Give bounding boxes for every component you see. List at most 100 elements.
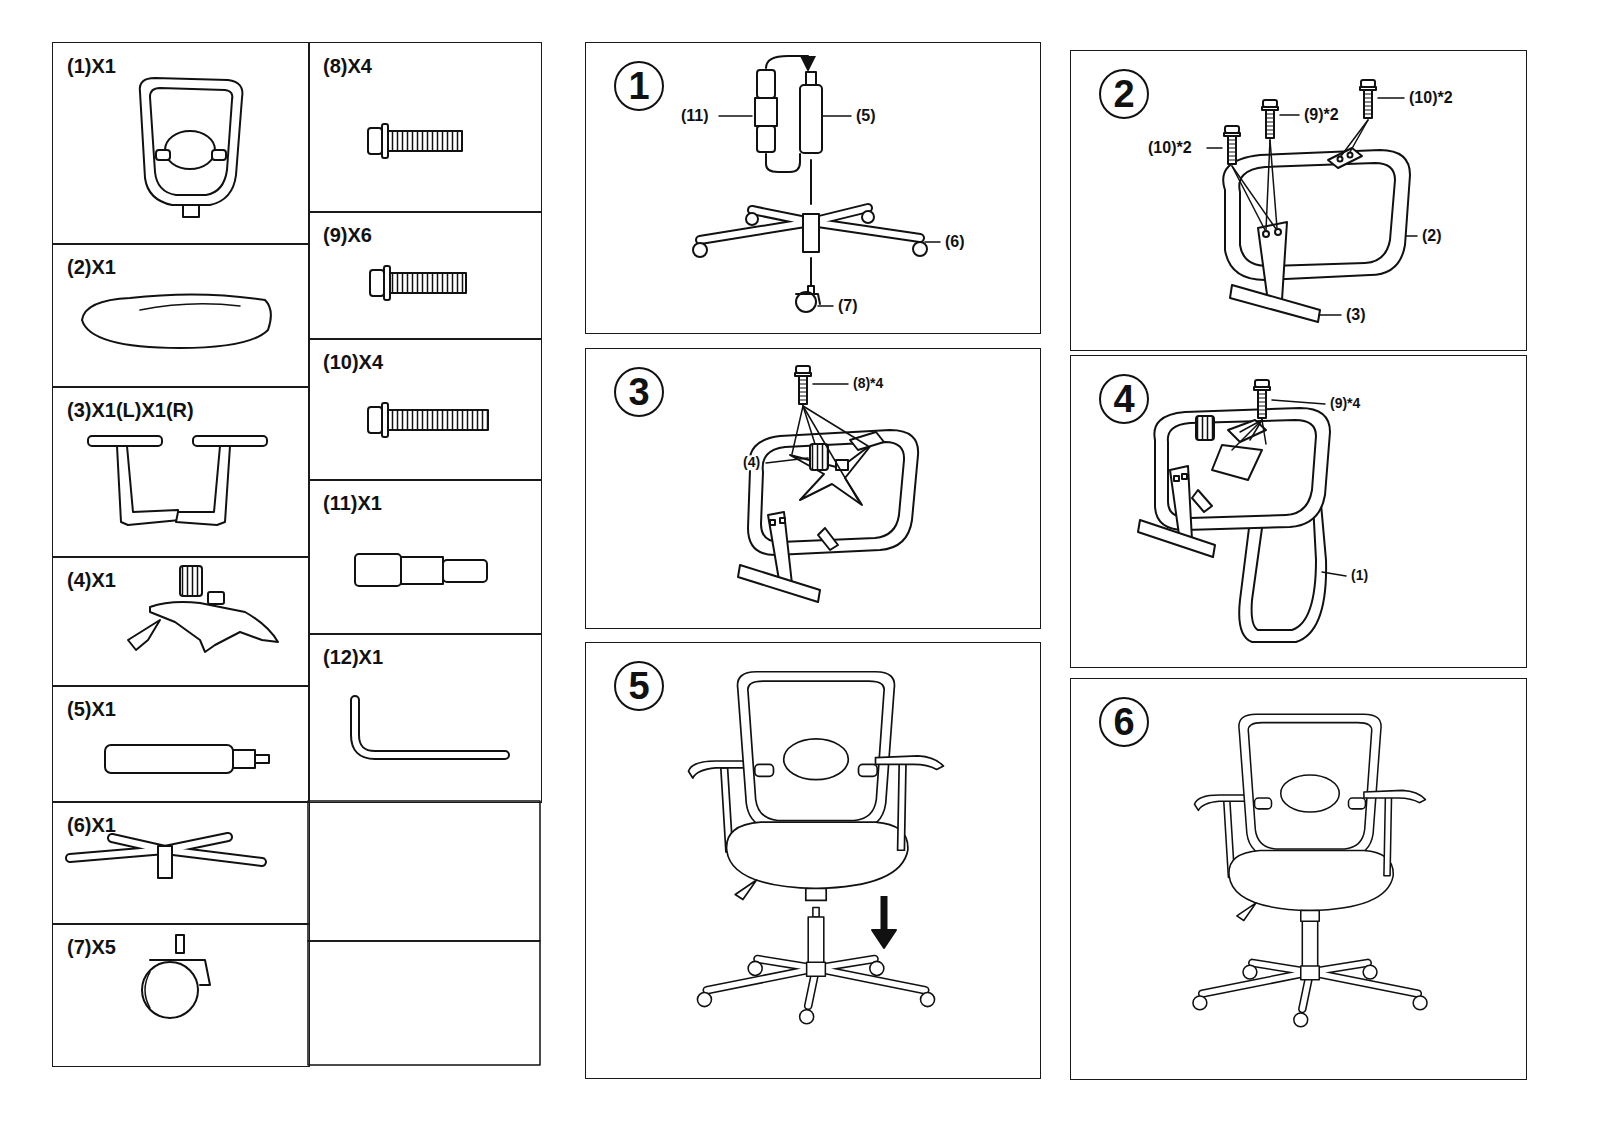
step-number: 5 <box>614 661 664 711</box>
step4-illustration <box>1182 474 1187 479</box>
armrest-part <box>193 436 267 446</box>
allen-key-part <box>355 700 505 755</box>
mechanism-part <box>128 620 160 650</box>
part-cell: (11)X1 <box>308 479 542 635</box>
caster-part <box>176 935 184 953</box>
step-number: 6 <box>1099 697 1149 747</box>
step1-illustration <box>719 115 752 117</box>
part-label: (1)X1 <box>67 55 116 78</box>
step4-illustration <box>1138 380 1346 642</box>
callout-number: (3) <box>1345 306 1367 324</box>
step1-illustration <box>693 56 940 312</box>
callout-number: (8)*4 <box>852 376 884 391</box>
sleeve-part <box>443 560 487 582</box>
step2-illustration <box>1406 235 1417 237</box>
callout-number: (10)*2 <box>1408 89 1454 107</box>
step2-illustration <box>1263 231 1269 237</box>
step2-illustration <box>1258 222 1287 302</box>
step-panel: 4 <box>1070 355 1527 668</box>
step4-illustration <box>1254 380 1270 418</box>
step5-illustration <box>697 908 934 1024</box>
mechanism-part <box>180 566 202 596</box>
step3-illustration <box>738 565 820 602</box>
step1-illustration <box>862 211 874 223</box>
callout-number: (9)*2 <box>1303 106 1340 124</box>
step-panel: 3 <box>585 348 1041 629</box>
armrest-part <box>117 446 180 525</box>
step4-illustration <box>1196 416 1214 440</box>
sleeve-part <box>355 554 487 586</box>
part-cell: (8)X4 <box>308 42 542 213</box>
mechanism-part <box>208 592 224 604</box>
callout-number: (11) <box>680 107 710 125</box>
step4-illustration <box>1272 400 1325 404</box>
step2-illustration <box>1266 140 1270 230</box>
bolt-part <box>390 273 466 293</box>
step1-illustration <box>803 214 819 252</box>
step4-illustration <box>1174 476 1179 481</box>
step4-illustration <box>1228 420 1266 442</box>
part-label: (7)X5 <box>67 936 116 959</box>
step-number: 3 <box>614 367 664 417</box>
part-cell: (2)X1 <box>52 243 310 388</box>
seat-part <box>140 304 240 310</box>
empty-cells <box>308 801 540 1065</box>
step1-illustration <box>693 243 707 257</box>
step2-illustration <box>1230 285 1320 322</box>
step-number: 4 <box>1099 374 1149 424</box>
step-number: 2 <box>1099 69 1149 119</box>
step1-illustration <box>766 154 800 172</box>
part-label: (8)X4 <box>323 55 372 78</box>
step2-illustration <box>1348 153 1353 158</box>
bolt-part <box>388 131 462 151</box>
step4-illustration <box>1232 420 1262 450</box>
part-cell: (9)X6 <box>308 211 542 340</box>
step1-illustration <box>913 242 927 256</box>
step5-illustration <box>689 672 944 901</box>
step6-illustration <box>1193 912 1427 1027</box>
step5-illustration <box>881 896 888 932</box>
part-cell: (3)X1(L)X1(R) <box>52 386 310 558</box>
step2-illustration <box>1350 120 1368 152</box>
mechanism-part <box>150 602 278 652</box>
step5-illustration <box>689 672 944 1024</box>
step-panel: 5 <box>585 642 1041 1079</box>
step2-illustration <box>1262 100 1278 138</box>
part-label: (4)X1 <box>67 569 116 592</box>
backrest-part <box>150 88 232 195</box>
step-panel: 2 <box>1070 50 1527 351</box>
part-label: (12)X1 <box>323 646 383 669</box>
step2-illustration <box>1207 147 1222 149</box>
backrest-part <box>165 131 215 169</box>
callout-number: (5) <box>855 107 877 125</box>
step1-illustration <box>796 294 820 304</box>
step4-illustration <box>1212 445 1262 480</box>
step2-illustration <box>1232 166 1276 229</box>
callout-number: (10)*2 <box>1147 139 1193 157</box>
mechanism-part <box>128 566 278 652</box>
base-part <box>70 837 262 878</box>
empty-cells <box>308 941 540 1065</box>
step3-illustration <box>795 366 811 404</box>
step1-illustration <box>925 241 940 243</box>
backrest-part <box>212 150 226 160</box>
part-cell: (7)X5 <box>52 923 310 1067</box>
step2-illustration <box>1224 126 1240 164</box>
bolt-part <box>370 270 384 296</box>
bolt-part <box>388 410 488 430</box>
gas-lift-part <box>105 745 233 773</box>
empty-cells <box>308 801 540 941</box>
part-label: (5)X1 <box>67 698 116 721</box>
part-cell: (10)X4 <box>308 338 542 481</box>
backrest-part <box>156 150 170 160</box>
step1-illustration <box>757 126 775 152</box>
step1-illustration <box>755 98 777 126</box>
part-label: (2)X1 <box>67 256 116 279</box>
caster-part <box>142 935 210 1018</box>
step1-illustration <box>823 115 851 117</box>
callout-number: (1) <box>1350 568 1369 583</box>
step1-illustration <box>766 56 808 68</box>
callout-number: (9)*4 <box>1329 396 1361 411</box>
